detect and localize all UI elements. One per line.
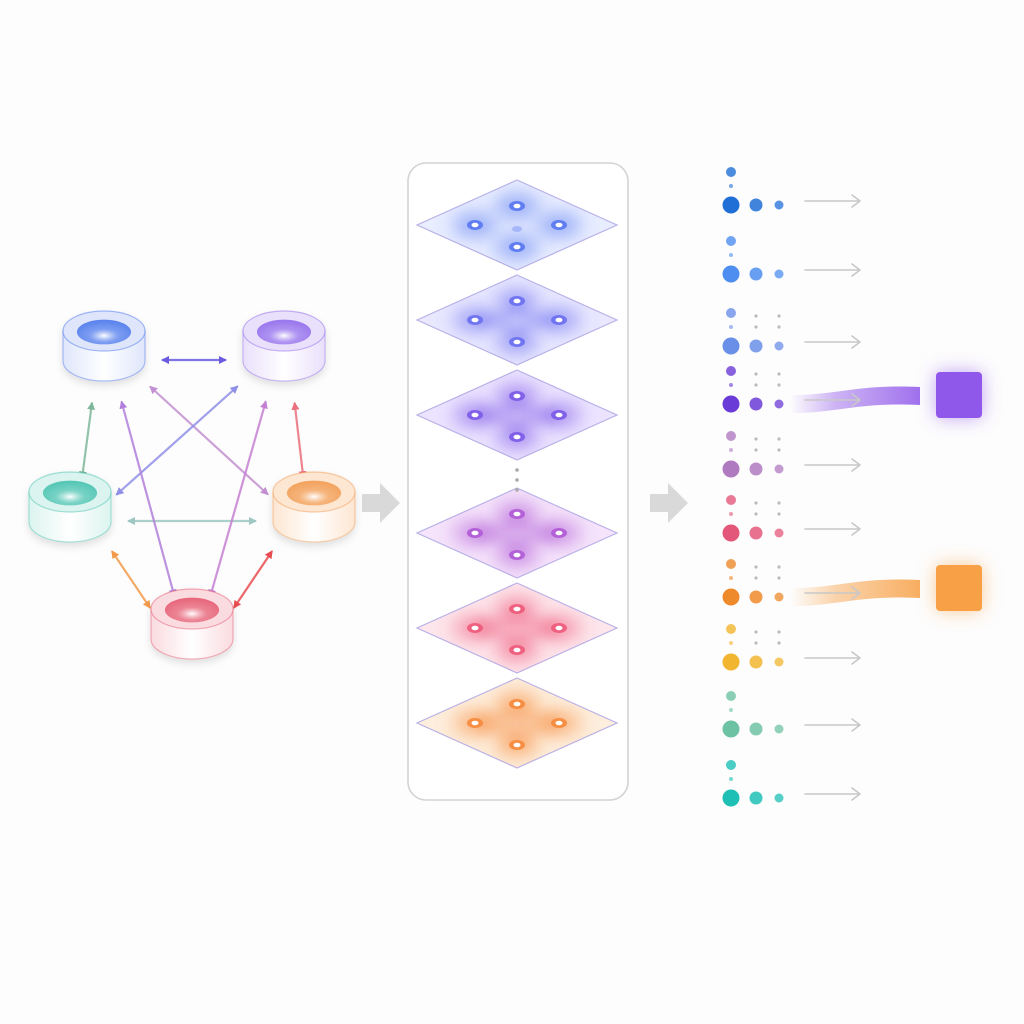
token-dot-medium: [749, 791, 763, 805]
edge-orange-red: [232, 550, 274, 609]
row-arrow-right-icon: [804, 458, 861, 472]
token-dot-small: [774, 724, 784, 734]
row-arrow-right-icon: [804, 522, 861, 536]
token-row-6: [722, 495, 861, 542]
token-dot-small: [774, 341, 784, 351]
token-dot-large: [722, 337, 740, 355]
flow-arrow-right-icon: [362, 483, 400, 523]
token-dot-medium: [749, 462, 763, 476]
token-dot-small: [774, 269, 784, 279]
edge-blue-red: [119, 400, 177, 598]
token-dot-large: [722, 196, 740, 214]
token-dot-large: [722, 653, 740, 671]
cylinder-icon-red: [150, 588, 234, 660]
token-row-10: [722, 760, 861, 807]
token-dot-small: [774, 399, 784, 409]
token-dot-large: [722, 460, 740, 478]
token-row-1: [722, 167, 861, 214]
row-arrow-right-icon: [804, 335, 861, 349]
edge-teal-red: [110, 550, 152, 609]
token-dot-large: [722, 720, 740, 738]
feature-layer-3: [415, 369, 619, 461]
token-row-7: [722, 559, 982, 611]
orange-output-square-icon: [936, 565, 982, 611]
cylinder-icon-orange: [272, 471, 356, 543]
edge-blue-teal: [78, 401, 96, 480]
token-dot-large: [722, 265, 740, 283]
cylinder-icon-teal: [28, 471, 112, 543]
token-row-8: [722, 624, 861, 671]
feature-layer-2: [415, 274, 619, 366]
token-dot-small: [774, 464, 784, 474]
row-arrow-right-icon: [804, 194, 861, 208]
token-dot-small: [774, 200, 784, 210]
flow-arrows: [362, 483, 688, 523]
ellipsis-dot: [515, 488, 519, 492]
token-dot-medium: [749, 397, 763, 411]
ellipsis-dot: [515, 478, 519, 482]
token-dot-medium: [749, 339, 763, 353]
feature-layer-1: [415, 179, 619, 271]
feature-layer-6: [415, 677, 619, 769]
token-row-2: [722, 236, 861, 283]
token-dot-large: [722, 395, 740, 413]
feature-layer-stack: [407, 162, 629, 801]
feature-layer-4: [415, 487, 619, 579]
token-dot-medium: [749, 267, 763, 281]
edge-purple-orange: [291, 401, 307, 480]
token-dot-medium: [749, 526, 763, 540]
row-arrow-right-icon: [804, 651, 861, 665]
token-dot-medium: [749, 722, 763, 736]
output-token-rows: [722, 167, 982, 807]
purple-output-square-icon: [936, 372, 982, 418]
row-arrow-right-icon: [804, 718, 861, 732]
edge-blue-orange: [149, 385, 269, 496]
row-arrow-right-icon: [804, 586, 861, 600]
token-dot-small: [774, 793, 784, 803]
token-dot-medium: [749, 590, 763, 604]
token-dot-small: [774, 657, 784, 667]
edge-purple-teal: [115, 385, 239, 496]
token-dot-medium: [749, 198, 763, 212]
token-row-4: [722, 366, 982, 418]
edge-purple-red: [208, 400, 268, 598]
feature-layer-5: [415, 582, 619, 674]
token-dot-small: [774, 528, 784, 538]
database-graph: [28, 310, 356, 660]
ellipsis-dot: [515, 468, 519, 472]
token-dot-medium: [749, 655, 763, 669]
token-dot-large: [722, 588, 740, 606]
row-arrow-right-icon: [804, 393, 861, 407]
row-arrow-right-icon: [804, 263, 861, 277]
row-arrow-right-icon: [804, 787, 861, 801]
token-dot-small: [774, 592, 784, 602]
flow-arrow-right-icon: [650, 483, 688, 523]
token-dot-large: [722, 524, 740, 542]
token-row-5: [722, 431, 861, 478]
token-row-3: [722, 308, 861, 355]
token-row-9: [722, 691, 861, 738]
token-dot-large: [722, 789, 740, 807]
cylinder-icon-purple: [242, 310, 326, 382]
cylinder-icon-blue: [62, 310, 146, 382]
